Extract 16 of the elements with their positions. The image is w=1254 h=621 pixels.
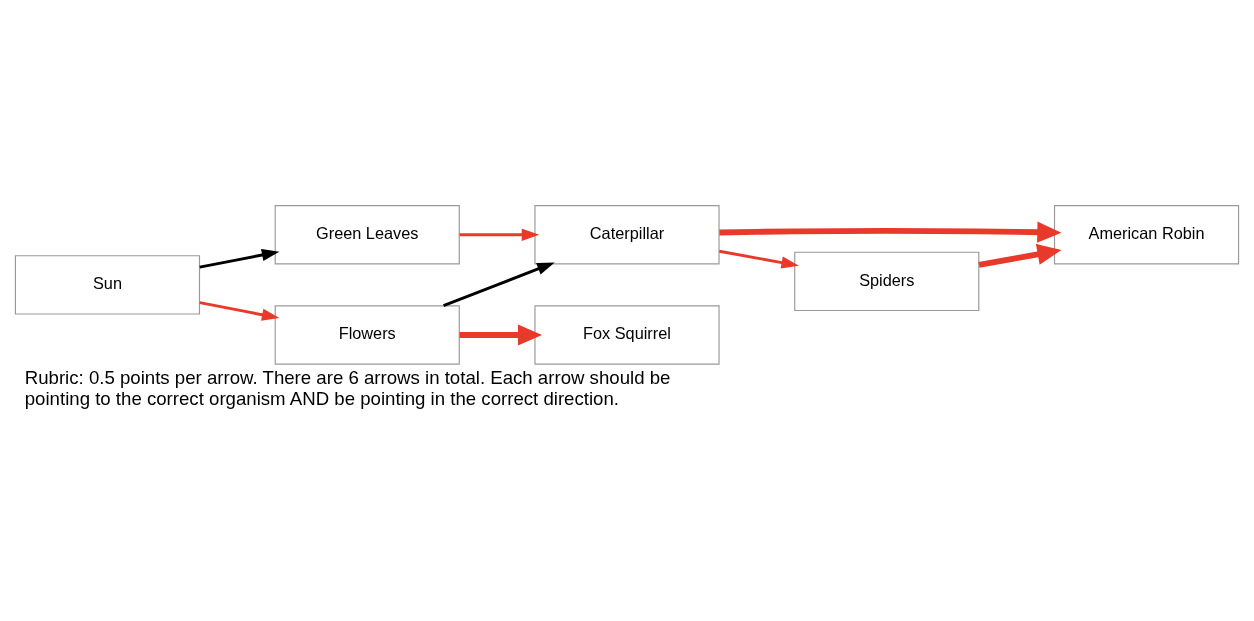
arrow xyxy=(459,324,543,346)
arrow xyxy=(719,249,799,269)
node-box: Spiders xyxy=(794,251,980,312)
node-box: Flowers xyxy=(274,305,460,365)
arrow xyxy=(719,221,1062,243)
arrow xyxy=(443,262,555,308)
arrow xyxy=(199,248,280,269)
node-box: Fox Squirrel xyxy=(534,305,720,365)
node-box: Green Leaves xyxy=(274,205,460,265)
caption: Rubric: 0.5 points per arrow. There are 6 arrows in total. Each arrow should be pointing to the correct organism AND be pointing in the correct direction. xyxy=(24,366,671,409)
arrow xyxy=(459,228,540,241)
arrow xyxy=(978,243,1062,268)
node-box: Sun xyxy=(14,255,201,315)
arrow xyxy=(199,301,280,321)
node-box: Caterpillar xyxy=(534,205,720,265)
node-box: American Robin xyxy=(1053,205,1240,265)
